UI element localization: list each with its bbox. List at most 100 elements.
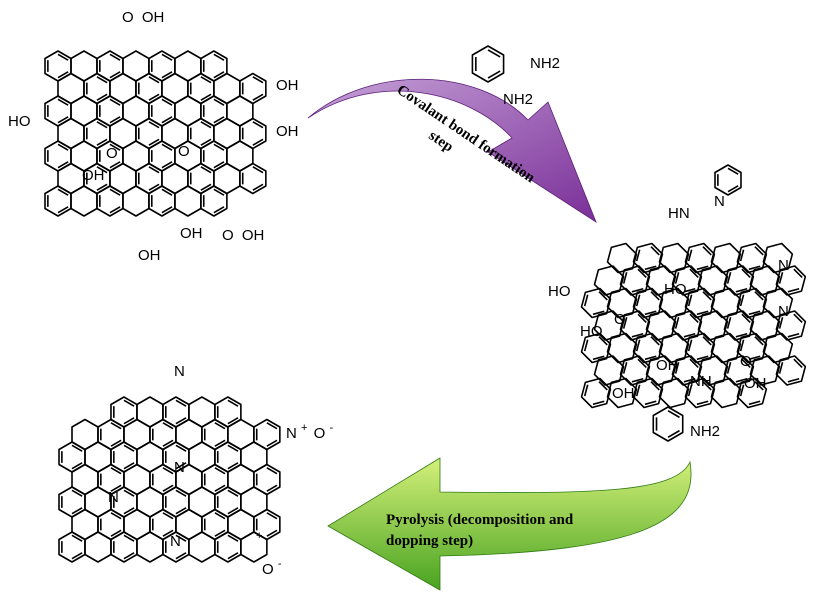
go-label: OH	[276, 123, 299, 140]
double-bond	[148, 93, 160, 101]
ring	[619, 355, 651, 386]
ring	[684, 242, 716, 274]
prod-label: N	[174, 459, 185, 476]
double-bond	[175, 417, 187, 425]
double-bond	[702, 336, 712, 346]
double-bond	[110, 529, 122, 537]
double-bond	[252, 93, 264, 101]
double-bond	[266, 422, 278, 430]
double-bond	[735, 377, 748, 383]
double-bond	[635, 249, 641, 262]
double-bond	[674, 362, 680, 374]
double-bond	[57, 71, 69, 79]
double-bond	[741, 268, 751, 279]
double-bond	[727, 167, 739, 175]
double-bond	[162, 422, 174, 430]
double-bond	[109, 188, 121, 196]
ring	[110, 531, 138, 563]
inter-label: OH	[612, 385, 635, 402]
double-bond	[57, 143, 69, 151]
double-bond	[175, 399, 187, 407]
double-bond	[227, 462, 239, 470]
inter-label: NH2	[690, 423, 720, 440]
double-bond	[110, 484, 122, 492]
double-bond	[175, 444, 187, 452]
double-bond	[644, 310, 657, 316]
double-bond	[213, 116, 225, 124]
double-bond	[583, 294, 589, 307]
double-bond	[635, 384, 641, 397]
inter-label: HO	[548, 283, 571, 300]
inter-label: HN	[668, 205, 690, 222]
double-bond	[683, 377, 696, 383]
double-bond	[689, 358, 699, 369]
double-bond	[598, 336, 608, 346]
double-bond	[123, 534, 135, 542]
double-bond	[96, 183, 108, 191]
double-bond	[266, 439, 278, 447]
double-bond	[110, 422, 122, 430]
double-bond	[162, 467, 174, 475]
double-bond	[213, 188, 225, 196]
ring	[645, 265, 677, 296]
double-bond	[735, 287, 748, 293]
double-bond	[674, 272, 680, 284]
ring	[200, 185, 228, 217]
ring	[762, 242, 794, 274]
double-bond	[487, 70, 501, 79]
double-bond	[162, 512, 174, 520]
double-bond	[96, 76, 108, 84]
go-label: O OH	[222, 227, 264, 244]
double-bond	[227, 507, 239, 515]
double-bond	[200, 93, 212, 101]
double-bond	[214, 529, 226, 537]
prod-label: N + O -	[286, 418, 333, 442]
ring	[593, 355, 625, 386]
double-bond	[748, 310, 761, 316]
double-bond	[71, 552, 83, 560]
double-bond	[487, 49, 501, 58]
double-bond	[687, 384, 693, 397]
double-bond	[161, 161, 173, 169]
graphene-oxide-structure	[44, 50, 267, 217]
double-bond	[637, 313, 647, 324]
double-bond	[227, 417, 239, 425]
ring	[671, 265, 703, 296]
ring	[593, 265, 625, 296]
ring	[239, 162, 267, 195]
ring	[697, 355, 729, 386]
double-bond	[748, 400, 761, 406]
ring	[714, 164, 742, 196]
double-bond	[214, 439, 226, 447]
ring	[736, 332, 768, 364]
double-bond	[227, 534, 239, 542]
ring	[762, 332, 794, 364]
double-bond	[696, 310, 709, 316]
ring	[44, 185, 72, 217]
go-label: O OH	[122, 9, 164, 26]
double-bond	[793, 358, 803, 369]
ring	[619, 310, 651, 341]
double-bond	[592, 310, 605, 316]
double-bond	[96, 138, 108, 146]
inter-label: OH	[656, 357, 679, 374]
double-bond	[123, 462, 135, 470]
double-bond	[687, 294, 693, 307]
double-bond	[161, 206, 173, 214]
double-bond	[696, 355, 709, 361]
inter-label: O	[740, 353, 752, 370]
double-bond	[213, 71, 225, 79]
double-bond	[674, 317, 680, 329]
double-bond	[110, 439, 122, 447]
prod-label: N	[170, 533, 181, 550]
double-bond	[583, 384, 589, 397]
double-bond	[739, 294, 745, 307]
double-bond	[123, 399, 135, 407]
double-bond	[592, 400, 605, 406]
ring	[148, 185, 176, 217]
double-bond	[227, 444, 239, 452]
double-bond	[739, 249, 745, 262]
ring	[471, 45, 505, 83]
double-bond	[252, 166, 264, 174]
ring	[645, 310, 677, 341]
